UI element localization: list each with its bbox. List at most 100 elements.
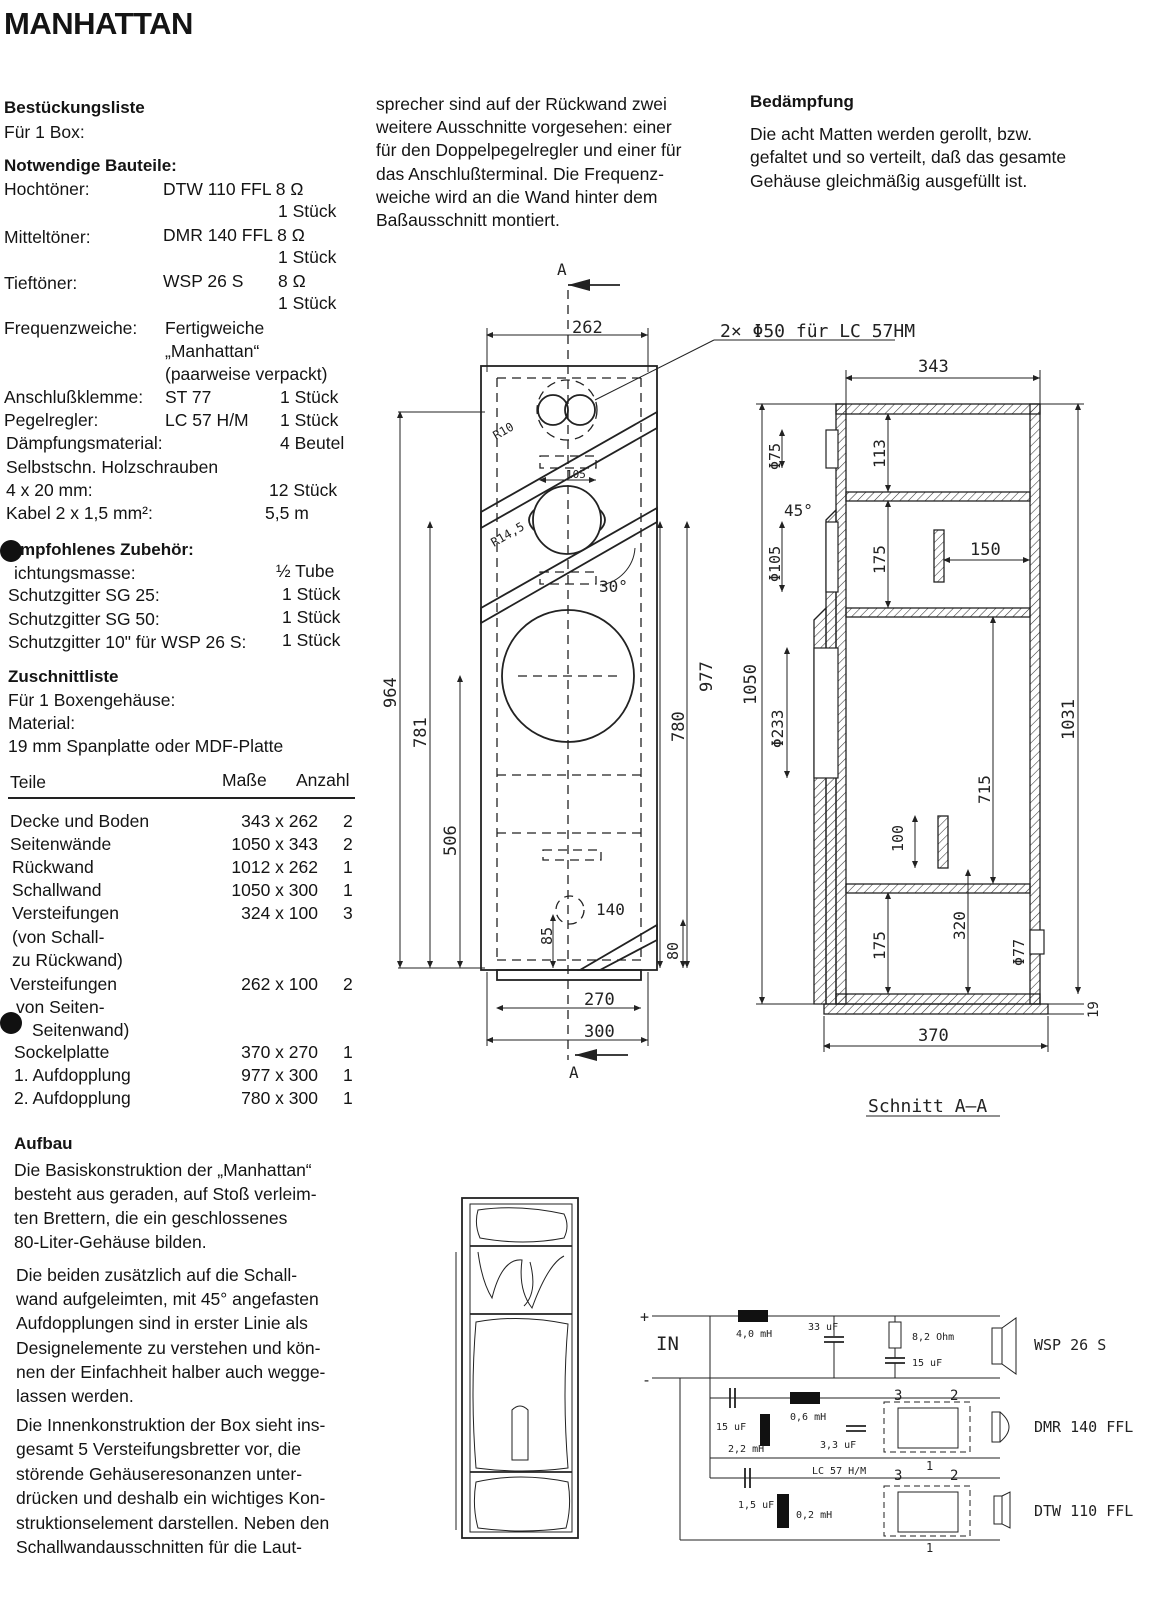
dim-19: 19 (1086, 1001, 1102, 1018)
value-label: 3,3 uF (820, 1440, 856, 1451)
cutlist-count: 2 (343, 974, 353, 994)
mitteltoener-qty: 1 Stück (278, 247, 337, 267)
value-label: 33 uF (808, 1322, 838, 1333)
pegel-label: Pegelregler: (4, 410, 99, 430)
value-label: 0,6 mH (790, 1412, 826, 1423)
accessory-label: Schutzgitter SG 25: (8, 585, 160, 605)
weiche-label: Frequenzweiche: (4, 318, 138, 338)
dim-343: 343 (918, 357, 949, 377)
value-label: 1,5 uF (738, 1500, 774, 1511)
speaker-icon (999, 1411, 1010, 1443)
cutlist-part: 2. Aufdopplung (14, 1088, 131, 1108)
accessory-label: ichtungsmasse: (14, 563, 136, 583)
back-wall (1029, 403, 1041, 1005)
section-mark-bottom: A (569, 1063, 579, 1082)
front-panel (480, 365, 658, 971)
accessory-qty: 1 Stück (282, 607, 341, 627)
cutlist-size: 1012 x 262 (231, 857, 318, 877)
resistor (888, 1321, 902, 1349)
cutlist-size: 780 x 300 (241, 1088, 318, 1108)
dim-175-bottom: 175 (870, 931, 889, 960)
cutlist-line3: 19 mm Spanplatte oder MDF-Platte (8, 736, 284, 756)
text-line: wand aufgeleimten, mit 45° angefasten (16, 1289, 319, 1310)
cabinet-outline (461, 1197, 579, 1539)
angle-arc (599, 547, 636, 586)
text-line: sprecher sind auf der Rückwand zwei (376, 94, 667, 114)
cutlist-part: von Seiten- (16, 997, 105, 1017)
cutlist-size: 370 x 270 (241, 1042, 318, 1062)
text-line: Die beiden zusätzlich auf die Schall- (16, 1265, 298, 1285)
damping-mat (473, 1476, 571, 1532)
leader-line (594, 339, 715, 401)
cutlist-size: 262 x 100 (241, 974, 318, 994)
brace (845, 883, 1031, 894)
cabinet-inner (469, 1203, 573, 1533)
front-view: A 262 R10 2× Φ50 für LC 57HM 1 (381, 260, 915, 1082)
text-line: das Anschlußterminal. Die Frequenz- (376, 163, 664, 184)
inductor (738, 1310, 768, 1322)
dim-phi105: Φ105 (766, 546, 784, 582)
mid-cut (825, 521, 839, 593)
dim-320: 320 (950, 911, 969, 940)
pegel-qty: 1 Stück (280, 410, 339, 430)
dim-30deg: 30° (599, 577, 628, 596)
plus-sign: + (640, 1308, 649, 1326)
dim-506: 506 (441, 825, 461, 856)
dim-977: 977 (697, 661, 717, 692)
text-line: weiche wird an die Wand hinter dem (376, 186, 658, 207)
cutlist-rule (8, 797, 355, 799)
cutlist-count: 1 (343, 1088, 353, 1108)
damping-mat (472, 1317, 569, 1472)
daempfung-heading: Bedämpfung (750, 92, 854, 111)
text-line: störende Gehäuseresonanzen unter- (16, 1463, 303, 1484)
crossover-circuit: + - IN 4,0 mH 33 uF 8,2 Ohm 15 uF WSP 26… (640, 1308, 1133, 1555)
dim-715: 715 (975, 775, 994, 804)
cutlist-count: 2 (343, 811, 353, 831)
level-control-box (883, 1485, 971, 1537)
plinth (496, 969, 642, 981)
cutlist-count: 3 (343, 903, 353, 923)
anschluss-label: Anschlußklemme: (4, 387, 144, 407)
anschluss-model: ST 77 (165, 387, 212, 407)
speaker-icon (993, 1495, 1003, 1525)
punch-hole (0, 540, 22, 562)
pin-label: 1 (926, 1541, 933, 1555)
accessory-qty: ½ Tube (276, 561, 335, 581)
cutlist-line2: Material: (8, 713, 76, 733)
pin-label: 1 (926, 1459, 933, 1473)
cutlist-heading: Zuschnittliste (8, 667, 119, 686)
accessories-heading: mpfohlenes Zubehör: (20, 540, 194, 559)
dim-964: 964 (381, 677, 401, 708)
dim-781: 781 (411, 717, 431, 748)
brace-plate (937, 815, 949, 869)
parts-heading: Bestückungsliste (4, 98, 145, 117)
weiche-line2: „Manhattan“ (165, 341, 260, 361)
level-control-box (883, 1401, 971, 1453)
plinth-section (823, 1003, 1049, 1015)
section-arrow (568, 279, 590, 291)
mitteltoener-model: DMR 140 FFL 8 Ω (163, 225, 305, 245)
speaker-icon (991, 1327, 1003, 1365)
kabel-label: Kabel 2 x 1,5 mm²: (6, 503, 153, 523)
text-line: nen der Einfachheit halber auch wegge- (16, 1361, 326, 1382)
damping-sketch (455, 1197, 579, 1539)
value-label: 8,2 Ohm (912, 1332, 954, 1343)
top-wall (835, 403, 1041, 415)
text-line: für den Doppelpegelregler und einer für (376, 140, 682, 161)
page-title: MANHATTAN (4, 6, 193, 41)
midrange-ears (528, 509, 606, 531)
required-heading: Notwendige Bauteile: (4, 156, 177, 175)
dim-113: 113 (870, 439, 889, 468)
cutlist-part: 1. Aufdopplung (14, 1065, 131, 1085)
cutlist-count: 1 (343, 1065, 353, 1085)
brace-plate (933, 529, 945, 583)
cutlist-size: 343 x 262 (241, 811, 318, 831)
inductor (777, 1494, 789, 1528)
port-hole (555, 895, 585, 925)
accessory-label: Schutzgitter SG 50: (8, 609, 160, 629)
cutlist-part: Decke und Boden (10, 811, 150, 831)
note-lc57: 2× Φ50 für LC 57HM (720, 321, 915, 342)
text-line: Designelemente zu verstehen und kön- (16, 1337, 321, 1358)
terminal-cut (1029, 929, 1045, 955)
daempfung-label: Dämpfungsmaterial: (6, 433, 163, 453)
